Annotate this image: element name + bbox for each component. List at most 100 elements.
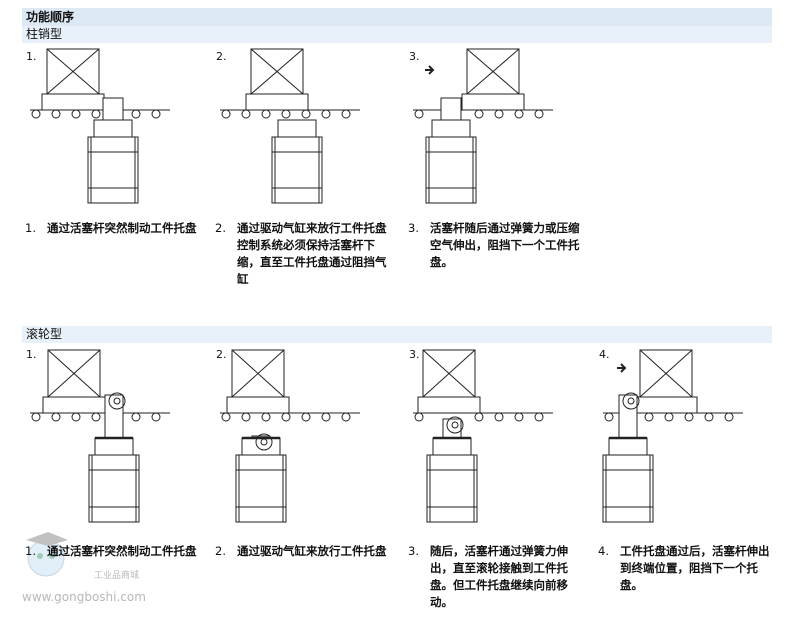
conveyor-roller bbox=[301, 412, 311, 422]
conveyor-roller bbox=[221, 412, 231, 422]
conveyor-roller bbox=[534, 109, 544, 119]
step-diagram: 3. bbox=[405, 47, 595, 207]
pallet bbox=[41, 93, 105, 111]
conveyor-roller bbox=[261, 412, 271, 422]
conveyor-roller bbox=[724, 412, 734, 422]
conveyor-roller bbox=[31, 412, 41, 422]
direction-arrow-icon bbox=[425, 65, 435, 75]
conveyor-roller bbox=[151, 412, 161, 422]
conveyor-roller bbox=[241, 412, 251, 422]
box-cross bbox=[231, 349, 285, 398]
box-cross bbox=[639, 349, 693, 398]
cylinder-body bbox=[425, 136, 477, 204]
roller-axle bbox=[113, 397, 121, 405]
pallet bbox=[226, 396, 290, 414]
conveyor-roller bbox=[241, 109, 251, 119]
step-description-text: 通过驱动气缸来放行工件托盘 控制系统必须保持活塞杆下缩，直至工件托盘通过阻挡气缸 bbox=[237, 221, 387, 286]
watermark-url: www.gongboshi.com bbox=[22, 590, 146, 604]
roller-wheel bbox=[622, 392, 640, 410]
step-number: 4. bbox=[599, 348, 610, 361]
step-description-text: 活塞杆随后通过弹簧力或压缩空气伸出，阻挡下一个工件托盘。 bbox=[430, 221, 580, 269]
roller-wheel bbox=[108, 392, 126, 410]
cylinder-body bbox=[271, 136, 323, 204]
cylinder-head bbox=[608, 437, 648, 456]
conveyor-roller bbox=[261, 109, 271, 119]
pallet bbox=[417, 396, 481, 414]
step-description-number: 1. bbox=[25, 221, 36, 235]
cylinder-body bbox=[426, 454, 478, 523]
conveyor-roller bbox=[684, 412, 694, 422]
step-diagram: 3. bbox=[405, 345, 595, 525]
conveyor-roller bbox=[221, 109, 231, 119]
conveyor-roller bbox=[644, 412, 654, 422]
cylinder-head bbox=[431, 119, 471, 138]
step-number: 1. bbox=[26, 348, 37, 361]
step-description-number: 2. bbox=[215, 221, 226, 235]
step-diagram: 2. bbox=[212, 345, 402, 525]
conveyor-roller bbox=[414, 109, 424, 119]
conveyor-roller bbox=[494, 412, 504, 422]
pallet bbox=[245, 93, 309, 111]
conveyor-roller bbox=[474, 412, 484, 422]
step-description-text: 通过活塞杆突然制动工件托盘 bbox=[47, 544, 197, 558]
roller-wheel bbox=[255, 433, 273, 451]
conveyor-roller bbox=[301, 109, 311, 119]
section-title: 功能顺序 bbox=[22, 8, 772, 26]
box-cross bbox=[250, 48, 304, 95]
conveyor-roller bbox=[131, 109, 141, 119]
conveyor-roller bbox=[341, 412, 351, 422]
conveyor-roller bbox=[534, 412, 544, 422]
step-diagram: 4. bbox=[595, 345, 785, 525]
piston-rod bbox=[442, 418, 462, 439]
step-description-number: 3. bbox=[408, 221, 419, 235]
conveyor-roller bbox=[71, 109, 81, 119]
conveyor-roller bbox=[414, 412, 424, 422]
conveyor-roller bbox=[474, 109, 484, 119]
step-number: 1. bbox=[26, 50, 37, 63]
conveyor-roller bbox=[51, 412, 61, 422]
conveyor-roller bbox=[31, 109, 41, 119]
pallet bbox=[42, 396, 106, 414]
step-description-text: 随后，活塞杆通过弹簧力伸出，直至滚轮接触到工件托盘。但工件托盘继续向前移动。 bbox=[430, 544, 568, 609]
conveyor-roller bbox=[91, 412, 101, 422]
conveyor-roller bbox=[131, 412, 141, 422]
step-diagram: 1. bbox=[22, 345, 212, 525]
cylinder-body bbox=[88, 454, 140, 523]
cylinder-head bbox=[93, 119, 133, 138]
cylinder-body bbox=[235, 454, 287, 523]
piston-rod bbox=[440, 97, 462, 121]
roller-axle bbox=[260, 438, 268, 446]
pallet bbox=[634, 396, 698, 414]
conveyor-roller bbox=[51, 109, 61, 119]
box-cross bbox=[47, 349, 101, 398]
step-number: 2. bbox=[216, 348, 227, 361]
step-description-text: 工件托盘通过后，活塞杆伸出到终端位置，阻挡下一个托盘。 bbox=[620, 544, 770, 592]
conveyor-roller bbox=[494, 109, 504, 119]
conveyor-roller bbox=[321, 412, 331, 422]
direction-arrow-icon bbox=[617, 363, 627, 373]
step-number: 3. bbox=[409, 348, 420, 361]
conveyor-roller bbox=[91, 109, 101, 119]
step-description-number: 2. bbox=[215, 544, 226, 558]
subheader-pin-type: 柱销型 bbox=[22, 26, 772, 43]
conveyor-roller bbox=[321, 109, 331, 119]
cylinder-body bbox=[87, 136, 139, 204]
conveyor-roller bbox=[151, 109, 161, 119]
conveyor-roller bbox=[514, 412, 524, 422]
step-diagram: 1. bbox=[22, 47, 212, 207]
conveyor-roller bbox=[341, 109, 351, 119]
conveyor-roller bbox=[281, 109, 291, 119]
cylinder-head bbox=[94, 437, 134, 456]
conveyor-roller bbox=[704, 412, 714, 422]
conveyor-roller bbox=[664, 412, 674, 422]
box-cross bbox=[46, 48, 100, 95]
step-number: 2. bbox=[216, 50, 227, 63]
subheader-roller-type: 滚轮型 bbox=[22, 326, 772, 343]
piston-rod bbox=[102, 97, 124, 121]
conveyor-roller bbox=[604, 412, 614, 422]
step-description-number: 4. bbox=[598, 544, 609, 558]
conveyor-roller bbox=[514, 109, 524, 119]
step-description-text: 通过驱动气缸来放行工件托盘 bbox=[237, 544, 387, 558]
roller-axle bbox=[451, 421, 459, 429]
step-description-number: 1. bbox=[25, 544, 36, 558]
